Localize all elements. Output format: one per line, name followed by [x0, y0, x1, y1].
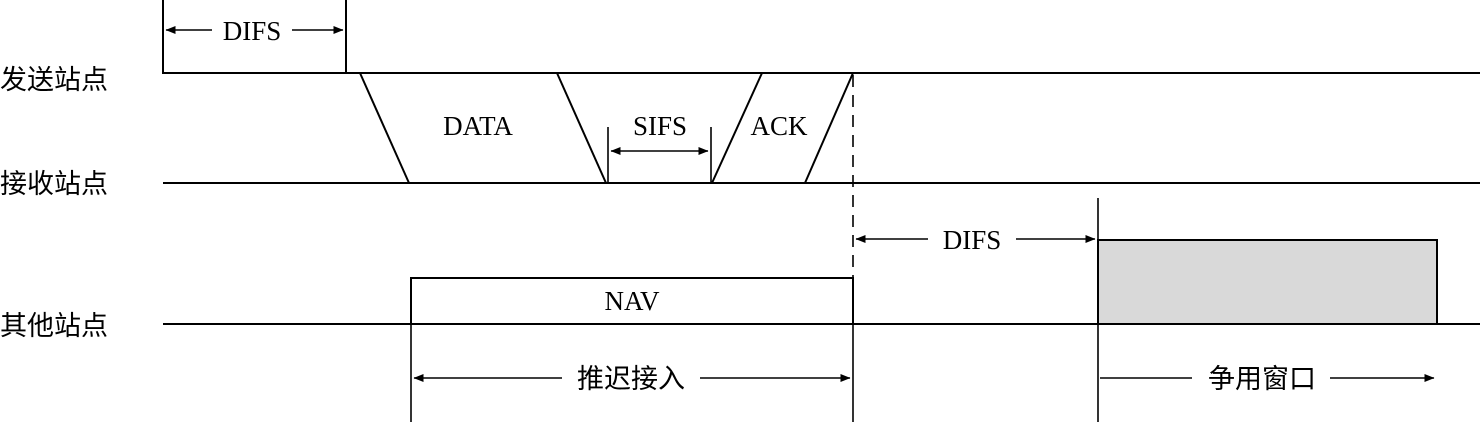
ack-frame-end-edge [804, 72, 854, 184]
deferred-access-label: 推迟接入 [577, 364, 685, 395]
ack-frame-start-edge [711, 72, 763, 184]
contention-window-box [1097, 239, 1438, 325]
others-row-label: 其他站点 [0, 311, 108, 342]
sender-row-label: 发送站点 [0, 65, 108, 96]
nav-label: NAV [604, 286, 660, 316]
difs-top-label: DIFS [223, 16, 282, 46]
data-frame-end-edge [556, 72, 607, 184]
sifs-label: SIFS [633, 111, 687, 141]
data-frame-label: DATA [443, 111, 513, 141]
data-frame-start-edge [359, 72, 410, 184]
ack-frame-label: ACK [750, 111, 808, 141]
difs-mid-label: DIFS [943, 225, 1002, 255]
sender-timeline [162, 0, 1480, 74]
contention-window-label: 争用窗口 [1208, 364, 1316, 395]
receiver-row-label: 接收站点 [0, 169, 108, 200]
